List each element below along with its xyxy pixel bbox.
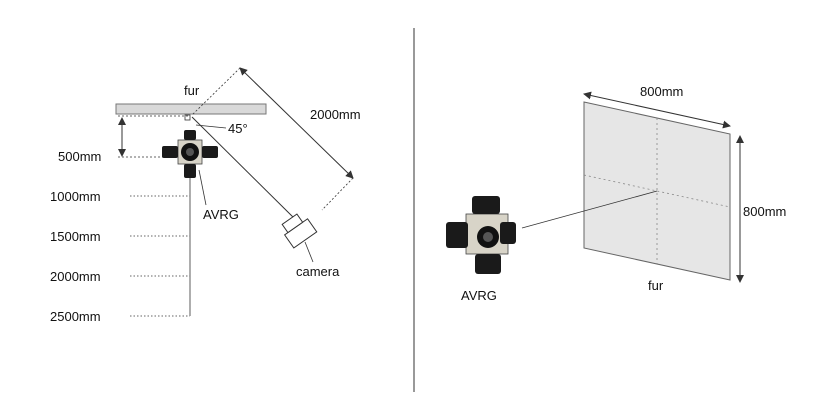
width-label: 800mm (640, 84, 683, 99)
camera-label: camera (296, 264, 340, 279)
dim-2000-ext-bottom (321, 177, 354, 211)
height-label-500: 500mm (58, 149, 101, 164)
sight-line-right (521, 190, 658, 229)
height-label-1500: 1500mm (50, 229, 101, 244)
camera-sight-line (191, 116, 299, 223)
avrg-label-leader (198, 169, 207, 206)
height-label-2500: 2500mm (50, 309, 101, 324)
left-panel: fur 500mm 1000mm 1500mm 2000mm 2500mm 45… (50, 67, 361, 324)
dim-2000-ext-top (191, 67, 241, 116)
avrg-label-left: AVRG (203, 207, 239, 222)
angle-label: 45° (228, 121, 248, 136)
avrg-device-icon (162, 130, 218, 178)
height-label-2000: 2000mm (50, 269, 101, 284)
height-label: 800mm (743, 204, 786, 219)
fur-label: fur (184, 83, 200, 98)
right-panel: 800mm 800mm fur AVRG (446, 84, 786, 303)
camera-label-leader (304, 241, 314, 263)
avrg-device-icon (446, 196, 516, 274)
height-label-1000: 1000mm (50, 189, 101, 204)
width-dim-line (583, 91, 731, 129)
fur-label-right: fur (648, 278, 664, 293)
camera-icon (281, 213, 318, 249)
dim-2000-line (239, 67, 354, 179)
avrg-label-right: AVRG (461, 288, 497, 303)
fur-bar (115, 103, 267, 115)
right-angle-marker (184, 114, 191, 121)
distance-label: 2000mm (310, 107, 361, 122)
